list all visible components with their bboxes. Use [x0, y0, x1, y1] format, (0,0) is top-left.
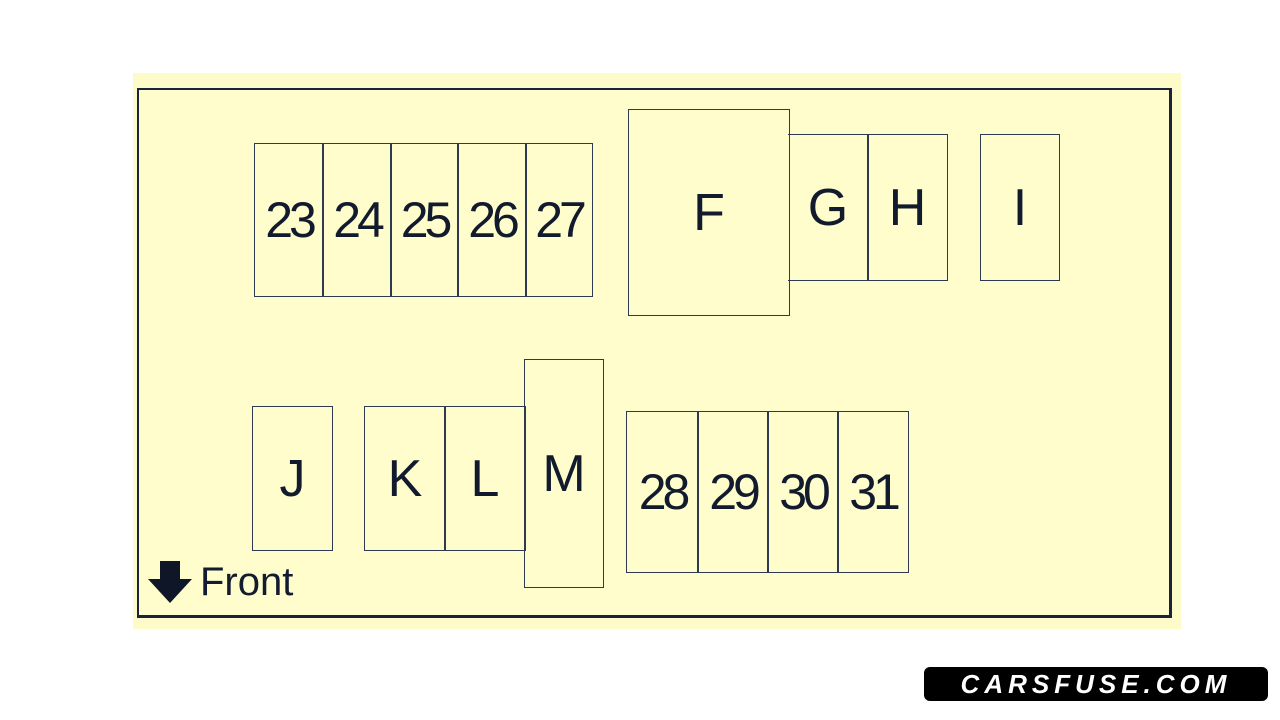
fuse-26: 26: [457, 143, 527, 297]
fuse-23: 23: [254, 143, 324, 297]
fuse-box-outline: [137, 88, 1172, 618]
relay-i: I: [980, 134, 1060, 281]
relay-l: L: [444, 406, 526, 551]
fuse-31: 31: [837, 411, 909, 573]
fuse-27: 27: [525, 143, 593, 297]
relay-h: H: [867, 134, 948, 281]
fuse-24: 24: [322, 143, 392, 297]
relay-j: J: [252, 406, 333, 551]
watermark-logo: CARSFUSE.COM: [924, 667, 1268, 701]
front-label: Front: [200, 560, 294, 604]
fuse-28: 28: [626, 411, 699, 573]
fuse-30: 30: [767, 411, 839, 573]
relay-k: K: [364, 406, 446, 551]
front-indicator: Front: [146, 560, 293, 605]
down-arrow-icon: [148, 560, 192, 603]
relay-g: G: [788, 134, 869, 281]
fuse-29: 29: [697, 411, 769, 573]
relay-m: M: [524, 359, 604, 588]
fuse-25: 25: [390, 143, 459, 297]
relay-f: F: [628, 109, 790, 316]
